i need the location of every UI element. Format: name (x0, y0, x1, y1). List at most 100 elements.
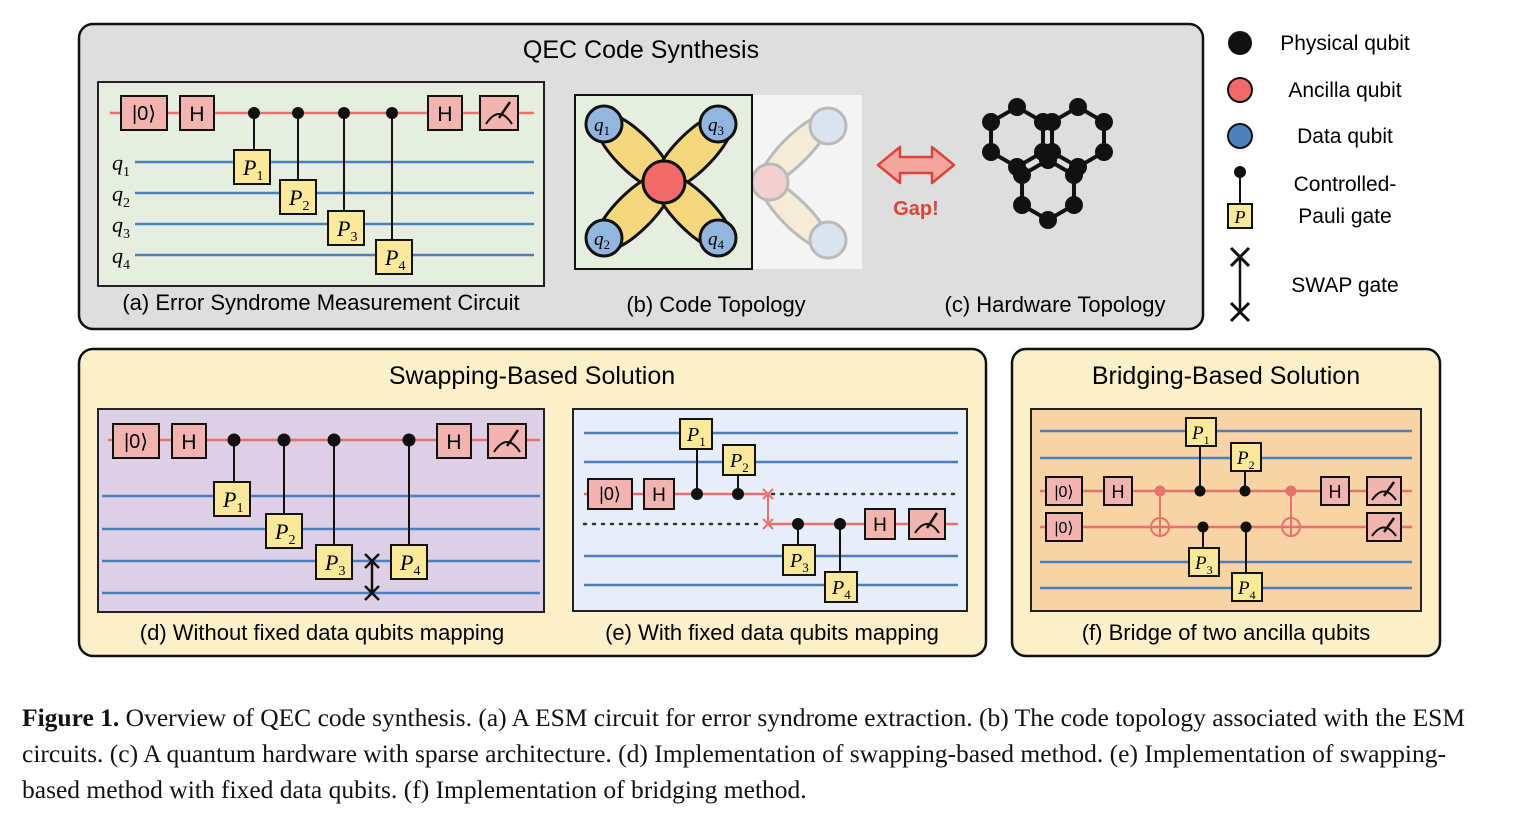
physical-qubit-node (1094, 143, 1113, 161)
circuit-e: |0⟩ H P1 P2 P3 P4 H (572, 408, 968, 612)
svg-text:q4: q4 (708, 229, 725, 252)
cnot-gate (1150, 485, 1170, 537)
svg-text:P4: P4 (1237, 578, 1256, 602)
controlled-pauli-p1: P1 (233, 107, 271, 185)
swap-gate (364, 553, 380, 601)
controlled-pauli-p2: P2 (279, 107, 317, 215)
circuit-f: |0⟩ |0⟩ H P1 P2 P3 P4 H (1030, 408, 1422, 612)
svg-text:|0⟩: |0⟩ (599, 484, 621, 504)
controlled-pauli-icon: P (1227, 166, 1253, 229)
physical-qubit-node (1069, 98, 1087, 116)
swap-gate-icon (1229, 246, 1251, 323)
gap-label: Gap! (893, 198, 939, 220)
svg-text:P4: P4 (384, 245, 405, 274)
svg-text:P2: P2 (274, 519, 295, 548)
data-node-q4 (698, 218, 738, 258)
measure-gate (487, 423, 527, 459)
svg-text:P3: P3 (789, 550, 809, 575)
legend-controlled-2: Pauli gate (1298, 205, 1391, 228)
legend: Physical qubit Ancilla qubit Data qubit … (1227, 31, 1410, 323)
data-node-q1 (584, 104, 624, 144)
svg-text:|0⟩: |0⟩ (124, 431, 148, 453)
legend-data: Data qubit (1297, 125, 1393, 148)
physical-qubit-node (1008, 98, 1026, 116)
svg-text:H: H (181, 431, 196, 454)
figure-canvas: QEC Code Synthesis q1 q2 q3 q4 |0⟩ H H P… (77, 22, 1442, 658)
init-gate: |0⟩ (120, 95, 168, 131)
svg-text:q2: q2 (594, 229, 610, 252)
svg-text:H: H (189, 103, 204, 126)
svg-text:P1: P1 (222, 487, 243, 516)
svg-text:H: H (1329, 482, 1342, 502)
svg-text:P2: P2 (1236, 448, 1255, 472)
svg-text:P2: P2 (729, 450, 749, 475)
ancilla-node (641, 159, 687, 205)
svg-text:q3: q3 (708, 115, 724, 138)
top-panel-title: QEC Code Synthesis (523, 36, 759, 64)
svg-text:P2: P2 (288, 185, 309, 214)
data-node-q3 (698, 104, 738, 144)
caption-f: (f) Bridge of two ancilla qubits (1082, 620, 1371, 645)
legend-controlled-1: Controlled- (1294, 173, 1397, 196)
esm-circuit-a: q1 q2 q3 q4 |0⟩ H H P1 P2 P3 P4 (97, 81, 545, 287)
physical-qubit-node (1094, 113, 1113, 131)
qubit-label-q4: q4 (112, 243, 130, 273)
hardware-topology-c (982, 98, 1113, 229)
svg-text:P3: P3 (336, 216, 357, 245)
circuit-d: |0⟩ H H P1 P2 P3 P4 (97, 408, 545, 613)
svg-text:P1: P1 (1191, 423, 1210, 447)
measure-gate (908, 508, 946, 540)
svg-text:|0⟩: |0⟩ (1054, 484, 1073, 501)
svg-text:P4: P4 (831, 577, 851, 602)
figure-label: Figure 1. (22, 703, 120, 732)
figure-caption: Figure 1. Overview of QEC code synthesis… (22, 700, 1502, 808)
bridge-panel-title: Bridging-Based Solution (1092, 362, 1360, 390)
caption-c: (c) Hardware Topology (945, 292, 1166, 317)
controlled-pauli-p4: P4 (375, 107, 413, 275)
physical-qubit-node (1043, 113, 1062, 131)
physical-qubit-node (1013, 166, 1032, 184)
controlled-pauli-p3: P3 (327, 107, 365, 246)
code-topology-b: q1 q3 q2 q4 (574, 94, 862, 270)
svg-text:H: H (1112, 482, 1125, 502)
data-node-q2 (584, 218, 624, 258)
qubit-label-q3: q3 (112, 212, 130, 242)
svg-text:H: H (437, 103, 452, 126)
qubit-label-q2: q2 (112, 181, 130, 211)
svg-text:H: H (652, 485, 666, 506)
svg-text:H: H (446, 431, 461, 454)
physical-qubit-node (1064, 196, 1083, 214)
legend-physical: Physical qubit (1280, 32, 1410, 55)
svg-text:P: P (1234, 207, 1246, 227)
gap-arrow-icon (876, 145, 956, 185)
figure-caption-text: Overview of QEC code synthesis. (a) A ES… (22, 703, 1466, 804)
ancilla-qubit-icon (1227, 77, 1253, 103)
svg-text:|0⟩: |0⟩ (132, 103, 156, 125)
svg-text:P4: P4 (399, 550, 420, 579)
measure-gate (479, 95, 519, 131)
hadamard-gate: H (179, 95, 215, 131)
svg-text:q1: q1 (594, 115, 610, 138)
physical-qubit-node (982, 143, 1001, 161)
physical-qubit-node (982, 113, 1001, 131)
svg-text:P3: P3 (1194, 553, 1213, 577)
legend-swap: SWAP gate (1291, 274, 1398, 297)
physical-qubit-node (1039, 211, 1057, 229)
cnot-gate (1281, 485, 1301, 537)
svg-text:P1: P1 (686, 424, 706, 449)
measure-gate (1366, 512, 1402, 542)
physical-qubit-node (1039, 151, 1057, 169)
svg-text:|0⟩: |0⟩ (1054, 520, 1073, 537)
svg-text:P3: P3 (324, 550, 345, 579)
swap-panel-title: Swapping-Based Solution (389, 362, 675, 390)
caption-d: (d) Without fixed data qubits mapping (140, 620, 504, 645)
hadamard-gate-end: H (427, 95, 463, 131)
svg-text:H: H (873, 515, 887, 536)
physical-qubit-node (1064, 166, 1083, 184)
data-qubit-icon (1227, 123, 1253, 149)
caption-b: (b) Code Topology (626, 292, 805, 317)
physical-qubit-node (1013, 196, 1032, 214)
qubit-label-q1: q1 (112, 150, 130, 180)
svg-text:P1: P1 (242, 155, 263, 184)
legend-ancilla: Ancilla qubit (1288, 79, 1401, 102)
